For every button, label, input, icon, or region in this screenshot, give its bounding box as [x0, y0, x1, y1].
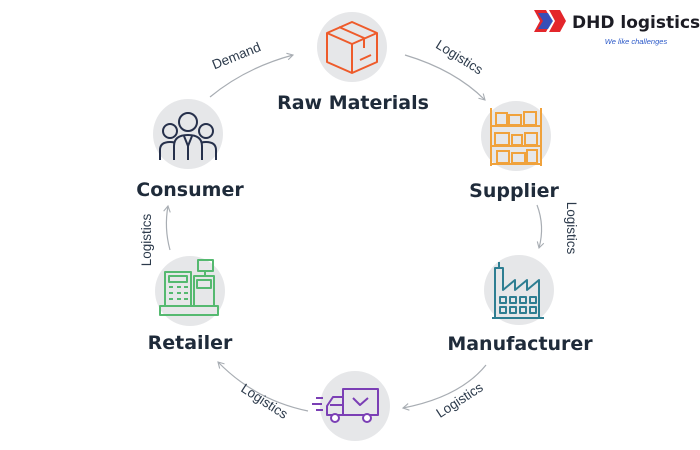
warehouse-shelf-icon	[490, 108, 542, 166]
node-retailer-label: Retailer	[148, 332, 233, 354]
box-icon	[326, 21, 378, 74]
node-manufacturer: Manufacturer	[447, 255, 593, 355]
edge-label-retailer-to-consumer: Logistics	[139, 213, 154, 266]
cash-register-icon	[159, 259, 219, 316]
brand-name: DHD logistics	[572, 13, 700, 33]
node-manufacturer-label: Manufacturer	[447, 333, 593, 355]
node-retailer: Retailer	[148, 256, 233, 354]
edge-label-manufacturer-to-transport: Logistics	[433, 379, 485, 420]
brand-logo-mark	[534, 10, 566, 32]
node-supplier: Supplier	[469, 101, 559, 202]
brand-logo: DHD logistics We like challenges	[534, 10, 700, 46]
delivery-truck-icon	[312, 388, 379, 423]
arrow-retailer-to-consumer	[163, 204, 171, 251]
node-consumer-label: Consumer	[136, 179, 244, 201]
edge-label-transport-to-retailer: Logistics	[238, 381, 290, 422]
node-consumer: Consumer	[136, 99, 244, 201]
node-transport	[312, 371, 390, 441]
arrow-raw-materials-to-supplier	[404, 54, 486, 101]
people-group-icon	[159, 112, 217, 160]
arrow-manufacturer-to-transport	[401, 364, 487, 411]
node-supplier-label: Supplier	[469, 180, 559, 202]
node-raw-materials: Raw Materials	[277, 12, 429, 114]
factory-icon	[492, 262, 544, 319]
arrow-consumer-to-raw-materials	[209, 52, 295, 98]
edge-label-supplier-to-manufacturer: Logistics	[564, 202, 579, 255]
brand-tagline: We like challenges	[605, 37, 668, 46]
arrow-transport-to-retailer	[217, 361, 309, 412]
node-raw-materials-label: Raw Materials	[277, 92, 429, 114]
edge-label-raw-to-supplier: Logistics	[433, 37, 486, 78]
edge-label-demand: Demand	[210, 39, 263, 72]
arrow-supplier-to-manufacturer	[536, 204, 545, 250]
